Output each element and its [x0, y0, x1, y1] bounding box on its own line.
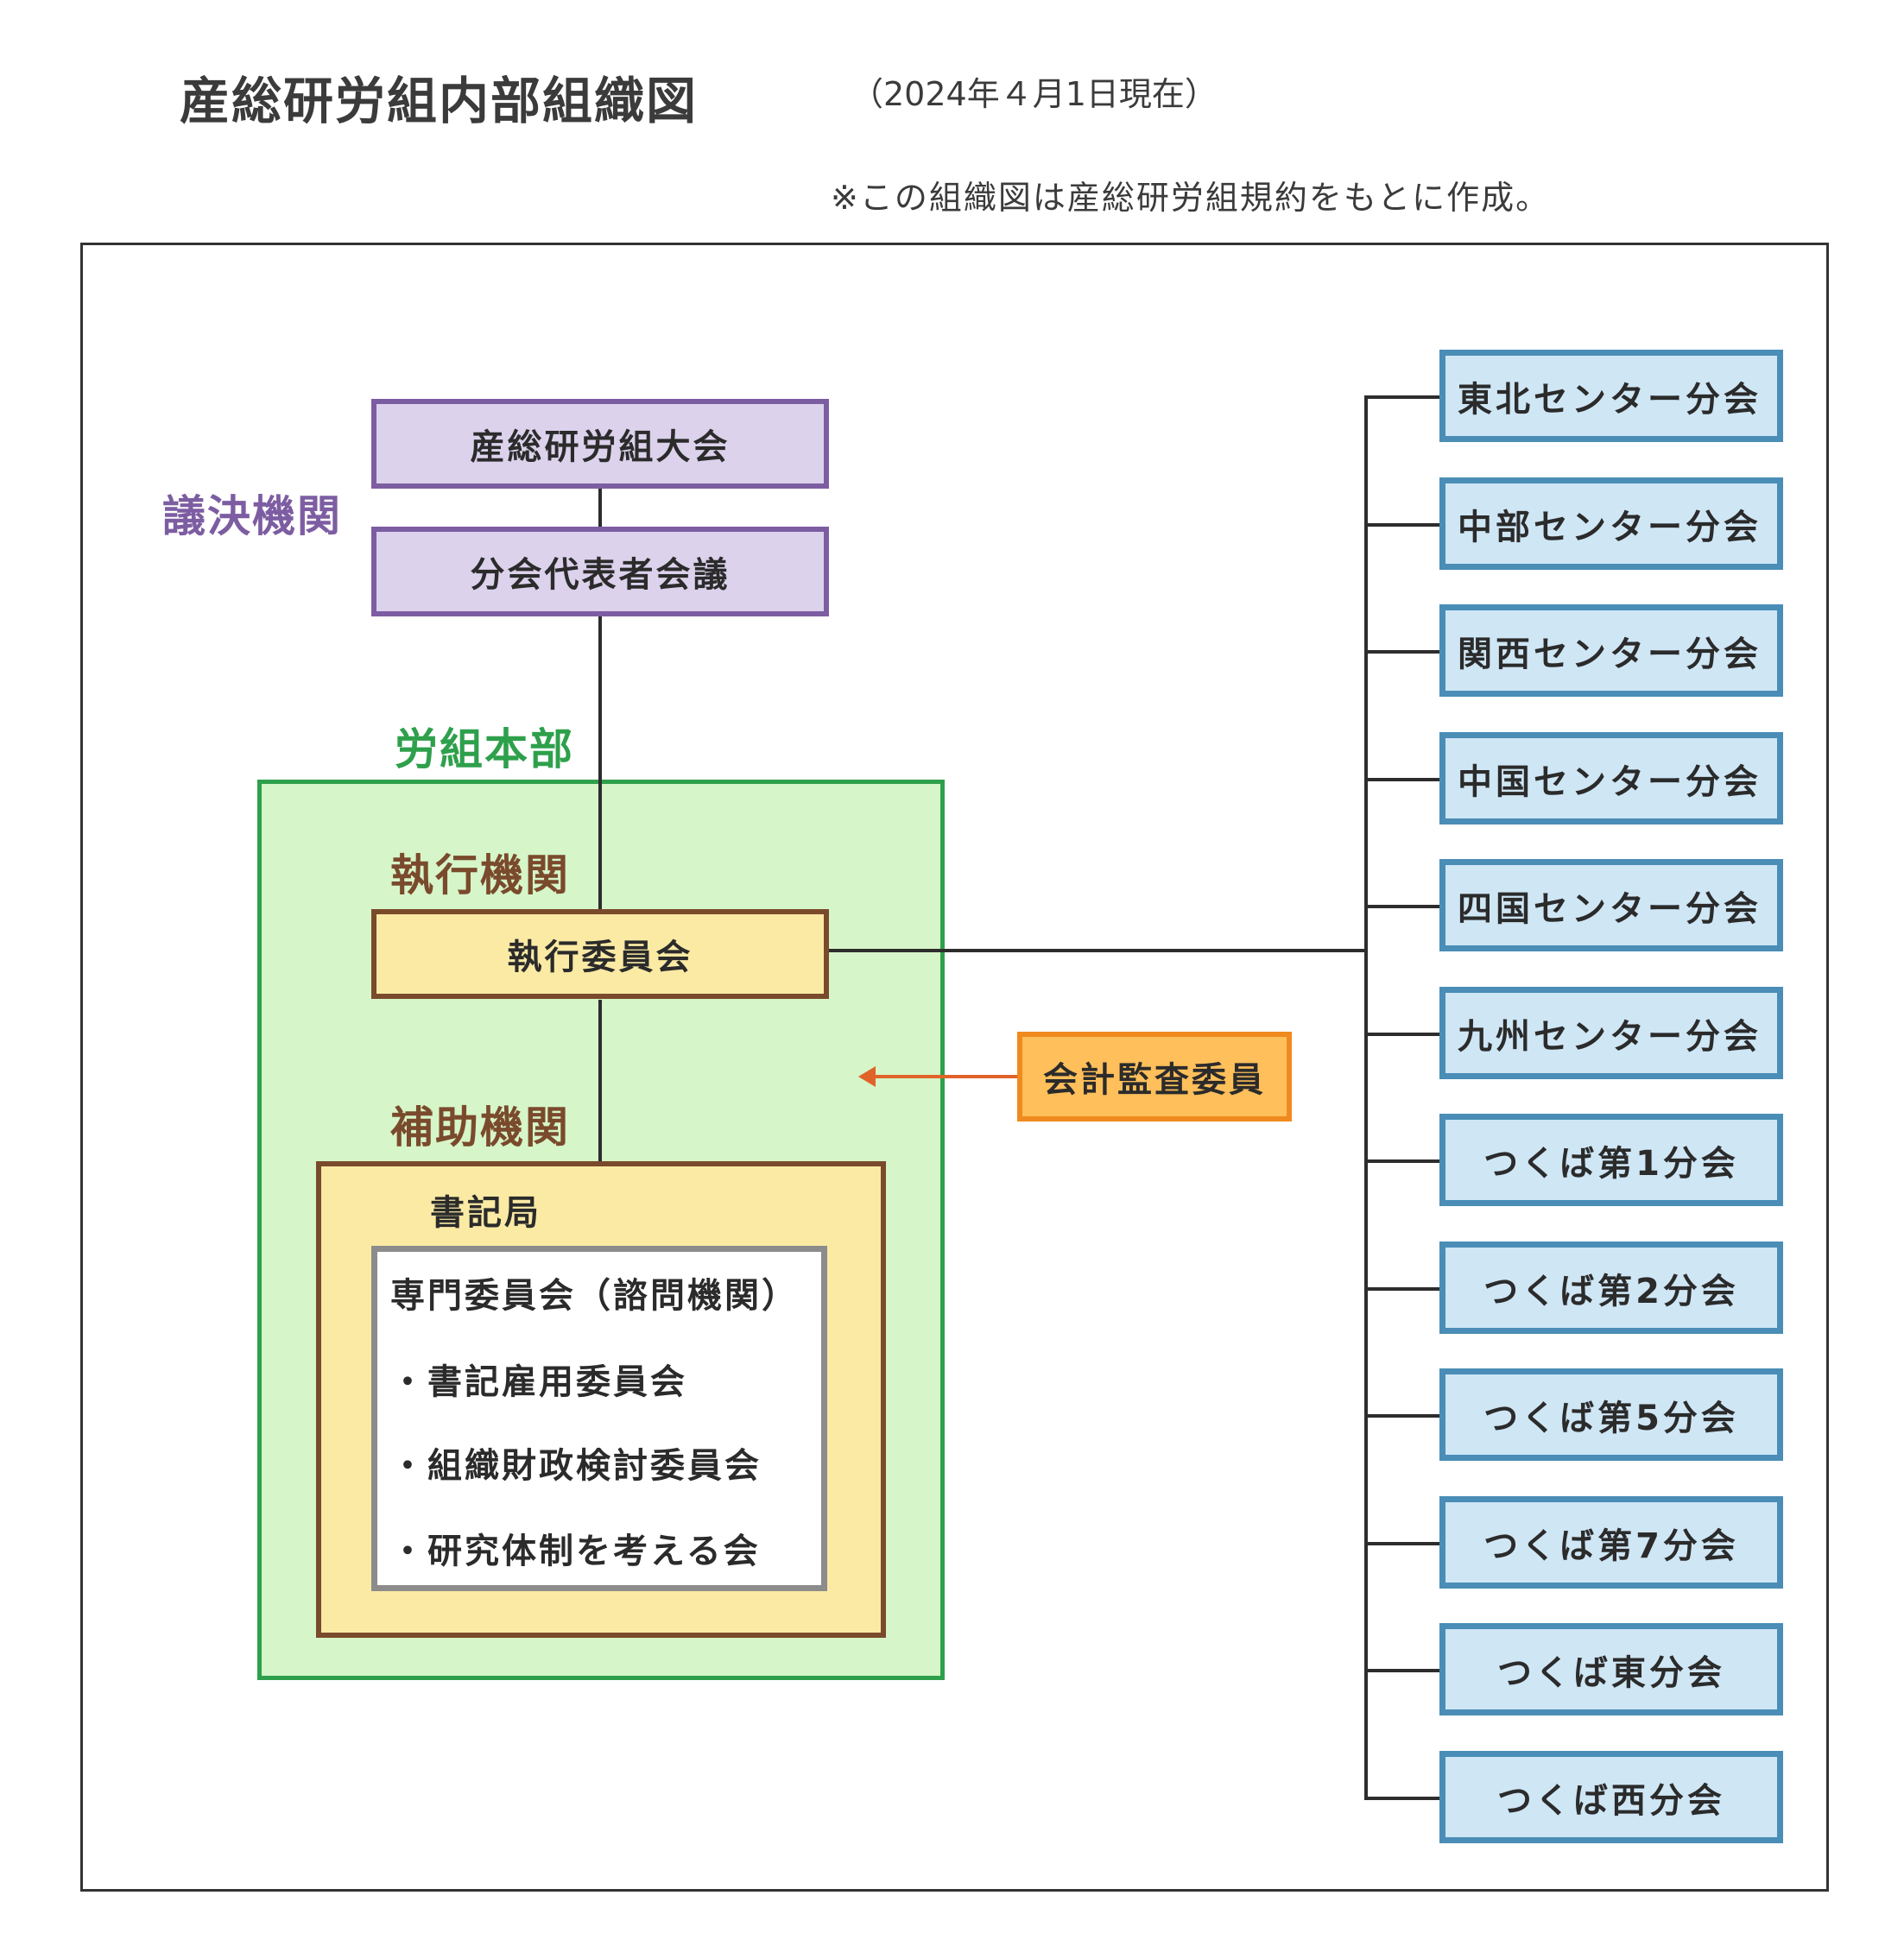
connector-meeting-executive [598, 615, 602, 912]
section-headquarters: 労組本部 [395, 724, 574, 774]
connector-executive-secretariat-inner [598, 1000, 602, 1164]
audit-arrow-head [858, 1066, 876, 1087]
branch-box: 四国センター分会 [1439, 859, 1783, 951]
branch-stub [1364, 1033, 1442, 1036]
branch-label: 中国センター分会 [1458, 761, 1762, 802]
committees-box [371, 1246, 827, 1591]
branch-stub [1364, 1414, 1442, 1418]
committee-item: ・書記雇用委員会 [390, 1362, 687, 1402]
secretariat-label: 書記局 [430, 1193, 541, 1233]
branch-stub [1364, 1669, 1442, 1672]
branch-box: つくば第2分会 [1439, 1242, 1783, 1334]
branch-stub [1364, 1287, 1442, 1291]
chart-frame [80, 243, 1829, 1892]
note-text: ※この組織図は産総研労組規約をもとに作成。 [831, 179, 1551, 217]
executive-committee-box: 執行委員会 [371, 909, 829, 999]
audit-box: 会計監査委員 [1017, 1032, 1292, 1121]
branch-rep-meeting-label: 分会代表者会議 [470, 555, 731, 595]
section-auxiliary: 補助機関 [390, 1103, 570, 1153]
branch-box: つくば第7分会 [1439, 1496, 1783, 1589]
branch-box: 中国センター分会 [1439, 732, 1783, 825]
branch-box: つくば東分会 [1439, 1623, 1783, 1715]
committees-header: 専門委員会（諮問機関） [390, 1276, 799, 1316]
branch-label: つくば第1分会 [1483, 1143, 1739, 1184]
branch-label: 中部センター分会 [1458, 507, 1762, 547]
page-title: 産総研労組内部組織図 [180, 72, 699, 130]
connector-meeting-executive-inner [598, 780, 602, 912]
audit-label: 会計監査委員 [1043, 1060, 1266, 1100]
branch-label: つくば東分会 [1497, 1652, 1725, 1693]
branch-box: つくば第1分会 [1439, 1114, 1783, 1206]
branch-box: つくば西分会 [1439, 1751, 1783, 1843]
committee-item: ・研究体制を考える会 [390, 1532, 761, 1571]
branch-stub [1364, 778, 1442, 781]
branch-label: 九州センター分会 [1458, 1016, 1762, 1057]
branch-label: つくば西分会 [1497, 1780, 1725, 1821]
branch-stub [1364, 905, 1442, 908]
branch-stub [1364, 1797, 1442, 1800]
branch-box: つくば第5分会 [1439, 1368, 1783, 1461]
branch-stub [1364, 1542, 1442, 1545]
branch-label: 関西センター分会 [1458, 634, 1762, 674]
branch-label: 四国センター分会 [1458, 888, 1762, 929]
branch-stub [1364, 523, 1442, 527]
branch-box: 九州センター分会 [1439, 987, 1783, 1079]
committee-item: ・組織財政検討委員会 [390, 1446, 762, 1486]
section-executive: 執行機関 [390, 850, 570, 900]
branch-stub [1364, 1159, 1442, 1163]
connector-executive-branches [829, 949, 1366, 952]
branch-label: 東北センター分会 [1458, 379, 1762, 420]
branch-box: 中部センター分会 [1439, 477, 1783, 570]
general-assembly-box: 産総研労組大会 [371, 399, 829, 489]
branch-label: つくば第2分会 [1483, 1271, 1739, 1311]
connector-assembly-meeting [598, 488, 602, 527]
audit-arrow-line [872, 1075, 1019, 1078]
general-assembly-label: 産総研労組大会 [470, 427, 731, 467]
branch-box: 関西センター分会 [1439, 604, 1783, 697]
branch-label: つくば第5分会 [1483, 1398, 1739, 1438]
branch-stub [1364, 650, 1442, 654]
branch-trunk-line [1364, 395, 1368, 1798]
executive-committee-label: 執行委員会 [507, 938, 693, 977]
branch-rep-meeting-box: 分会代表者会議 [371, 527, 829, 616]
section-decision: 議決機関 [162, 491, 342, 541]
branch-box: 東北センター分会 [1439, 350, 1783, 442]
branch-label: つくば第7分会 [1483, 1526, 1739, 1566]
date-label: （2024年４月1日現在） [851, 75, 1218, 113]
branch-stub [1364, 395, 1442, 399]
